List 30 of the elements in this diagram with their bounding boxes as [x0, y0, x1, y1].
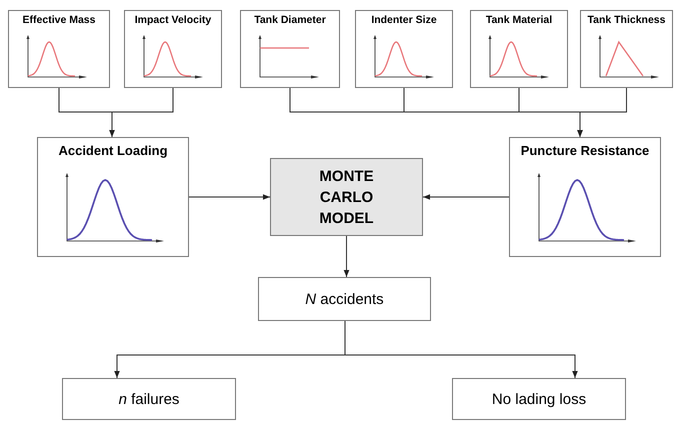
arrow	[422, 194, 510, 200]
arrow	[188, 194, 270, 200]
arrow	[344, 320, 578, 378]
distribution-panel	[509, 137, 661, 257]
node-title: Accident Loading	[58, 143, 168, 158]
node-title: Tank Thickness	[587, 14, 666, 26]
arrow	[577, 88, 627, 138]
node-title: Indenter Size	[371, 14, 437, 26]
distribution-panel	[355, 10, 453, 88]
result-box	[62, 378, 236, 420]
arrow	[109, 88, 174, 138]
result-box	[452, 378, 626, 420]
node-label: n failures	[118, 390, 180, 408]
distribution-panel	[8, 10, 110, 88]
node-title: Tank Diameter	[254, 14, 326, 26]
node-label: No lading loss	[492, 390, 586, 408]
distribution-panel	[240, 10, 340, 88]
distribution-panel	[37, 137, 189, 257]
result-box	[258, 277, 431, 321]
node-title: Tank Material	[486, 14, 552, 26]
distribution-panel	[470, 10, 568, 88]
distribution-panel	[124, 10, 222, 88]
process-box	[270, 158, 423, 236]
node-label: N accidents	[305, 290, 384, 308]
node-title: MONTE CARLO MODEL	[318, 166, 375, 228]
node-title: Impact Velocity	[134, 14, 212, 26]
distribution-panel	[580, 10, 673, 88]
node-title: Effective Mass	[22, 14, 96, 26]
node-title: Puncture Resistance	[520, 143, 650, 158]
arrow	[344, 236, 350, 278]
